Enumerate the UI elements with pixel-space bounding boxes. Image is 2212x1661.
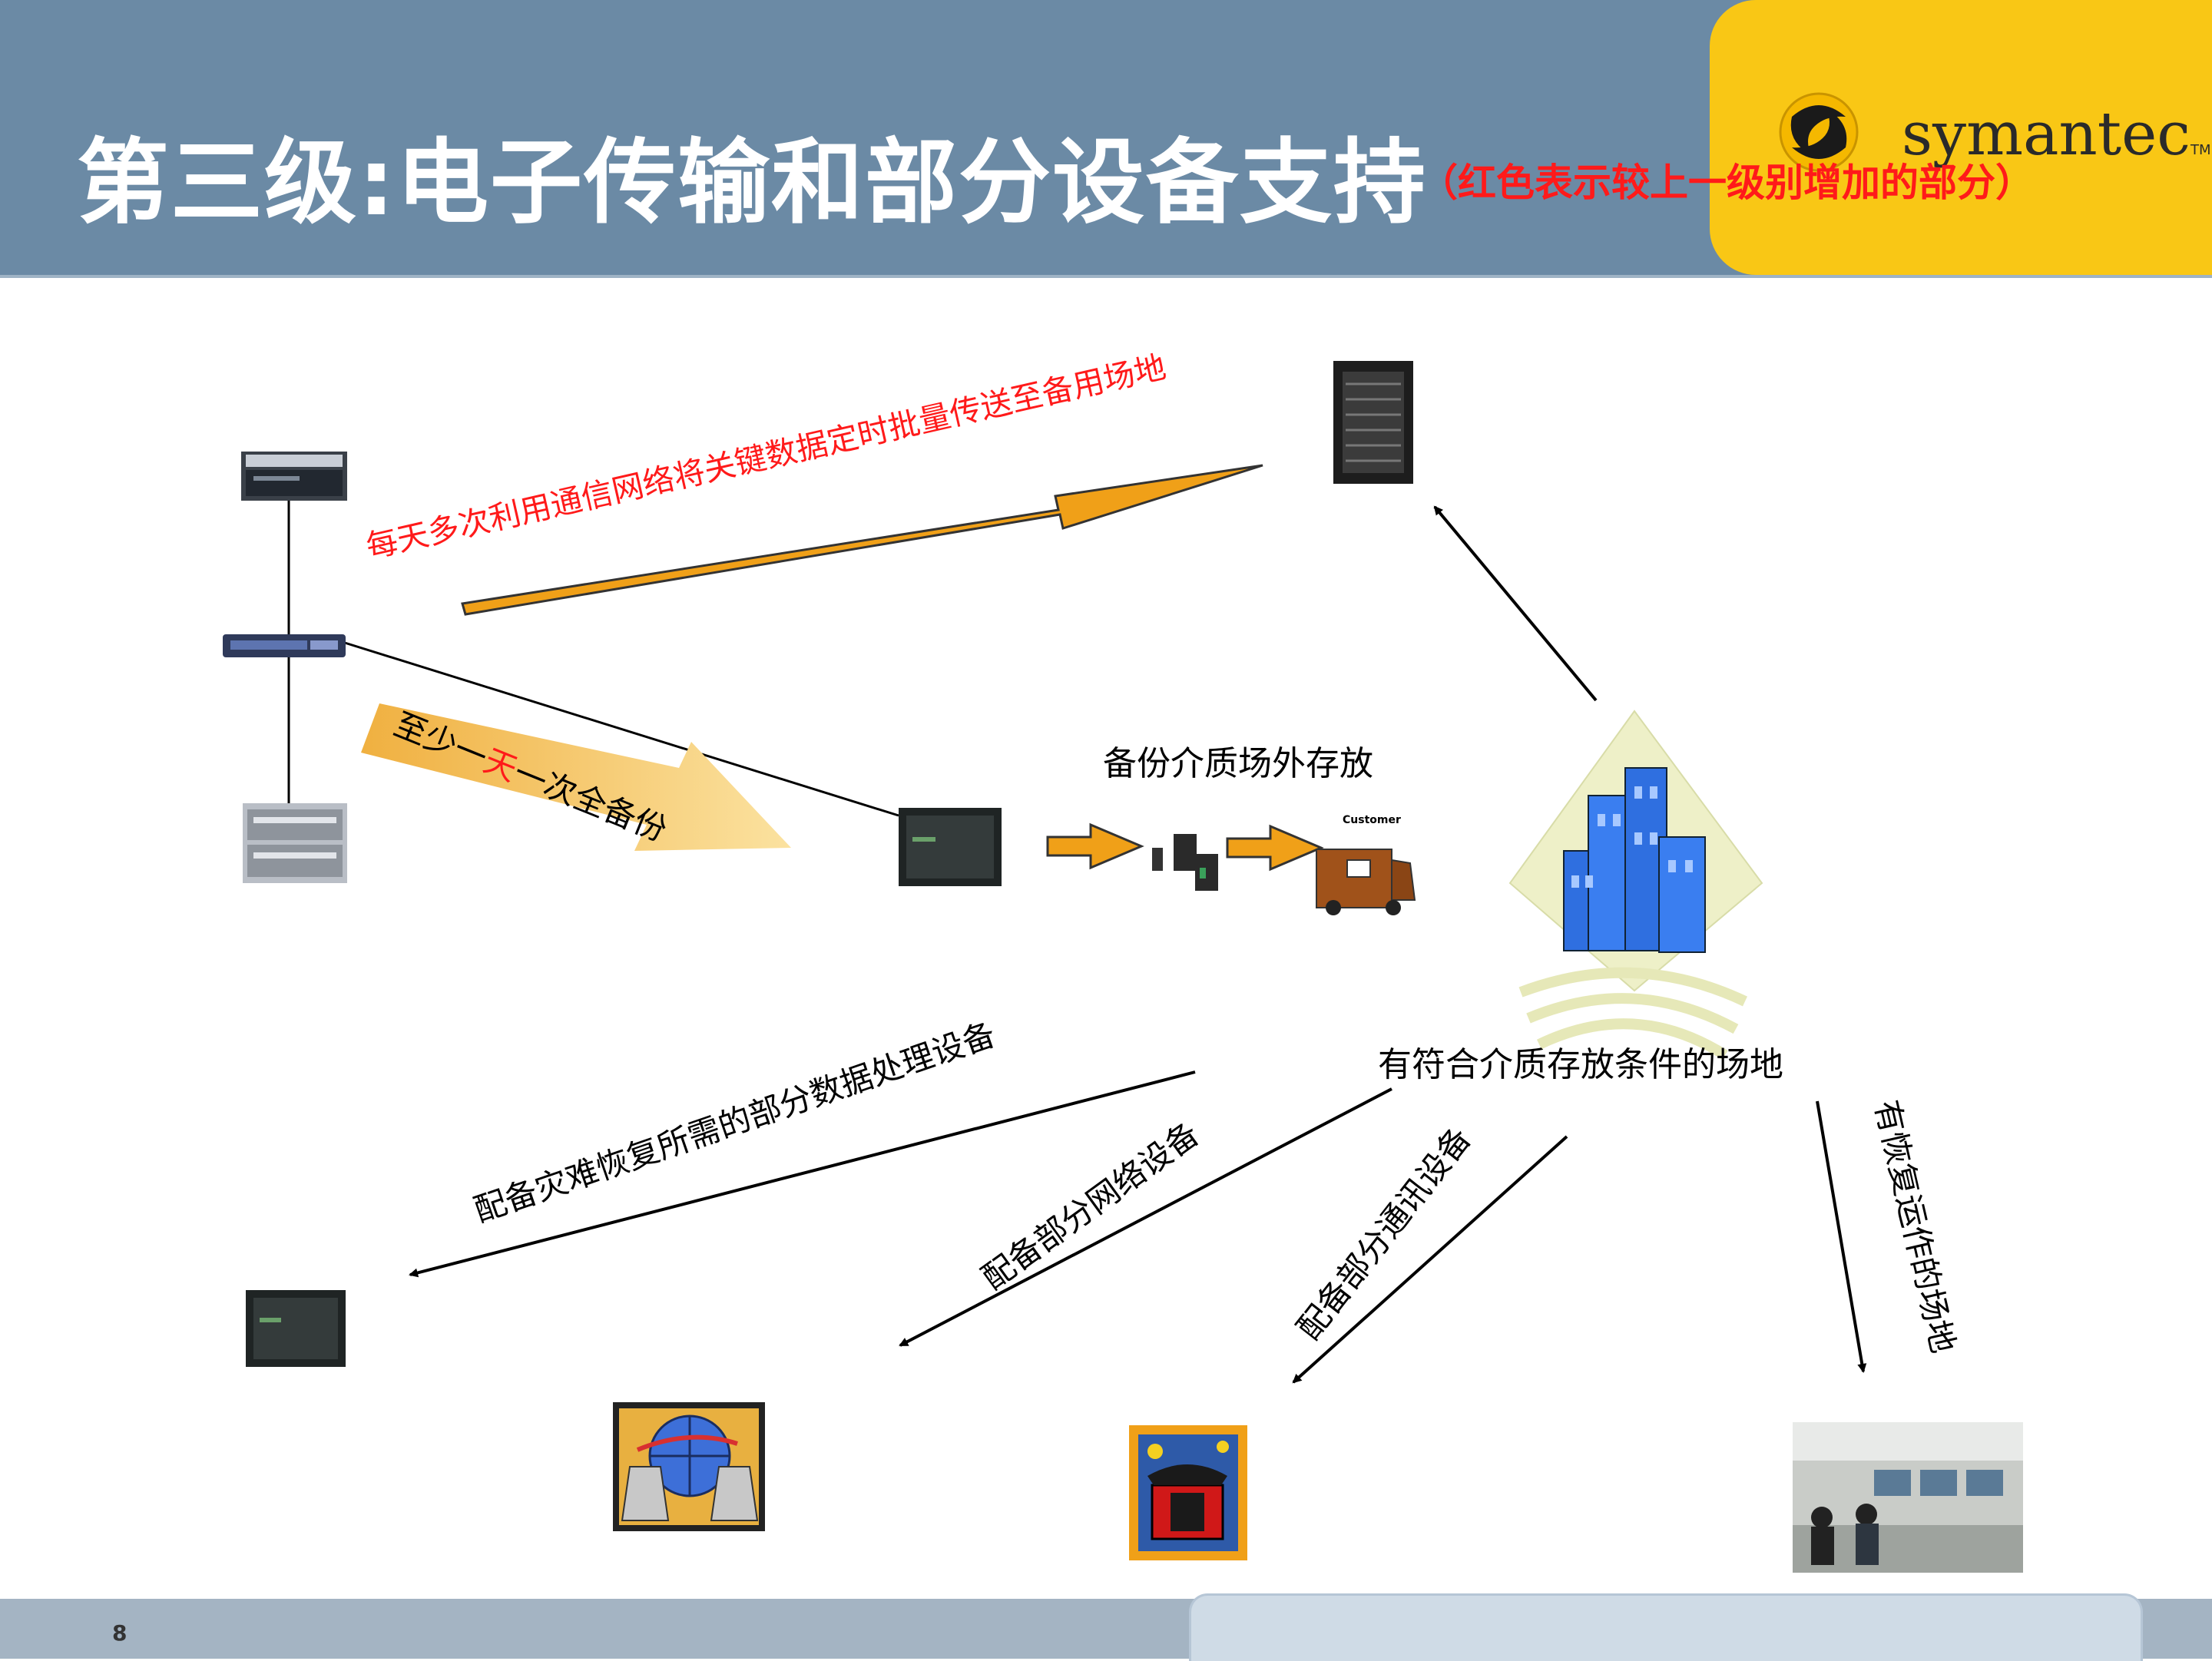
switch-to-tape-line bbox=[322, 634, 899, 817]
symantec-logo-icon bbox=[1779, 92, 1859, 172]
logo-wordmark: symantec bbox=[1902, 100, 2190, 169]
media-arrow-2 bbox=[1226, 824, 1324, 872]
recovery-site-photo bbox=[1793, 1422, 2023, 1573]
delivery-truck-icon: Customer bbox=[1316, 814, 1416, 915]
page-title: 第三级:电子传输和部分设备支持 bbox=[77, 130, 1427, 237]
primary-server-icon bbox=[241, 452, 347, 501]
network-switch-icon bbox=[223, 634, 346, 657]
network-equipment-icon bbox=[613, 1402, 765, 1531]
page-number: 8 bbox=[112, 1620, 127, 1646]
backup-site-server-icon bbox=[1333, 361, 1413, 484]
arrow-to-recovery-site bbox=[1816, 1100, 1867, 1373]
media-cartridges-icon bbox=[1152, 834, 1218, 891]
truck-label: Customer bbox=[1343, 814, 1401, 826]
offsite-storage-label: 备份介质场外存放 bbox=[1103, 744, 1373, 783]
subtitle-note: （红色表示较上一级别增加的部分） bbox=[1419, 160, 2034, 205]
logo-tm: TM bbox=[2190, 142, 2211, 158]
arrow-to-network-equipment bbox=[899, 1087, 1392, 1347]
storage-site-building-icon bbox=[1508, 710, 1763, 1060]
arrow-to-comm-equipment bbox=[1292, 1135, 1568, 1384]
processing-equipment-icon bbox=[246, 1290, 346, 1367]
arrow-to-backup-server bbox=[1433, 505, 1598, 702]
phone-equipment-icon bbox=[1129, 1425, 1247, 1560]
tape-library-icon bbox=[899, 808, 1002, 886]
backup-arrow bbox=[361, 703, 791, 851]
storage-array-icon bbox=[243, 803, 347, 883]
arrow-to-processing-equipment bbox=[409, 1070, 1196, 1278]
transfer-arrow bbox=[461, 464, 1263, 616]
header-bar: 第三级:电子传输和部分设备支持 symantecTM （红色表示较上一级别增加的… bbox=[0, 0, 2212, 278]
media-arrow-1 bbox=[1046, 822, 1144, 870]
footer-panel bbox=[1189, 1593, 2143, 1661]
logo-text: symantecTM bbox=[1902, 100, 2211, 169]
storage-site-label: 有符合介质存放条件的场地 bbox=[1378, 1045, 1783, 1084]
